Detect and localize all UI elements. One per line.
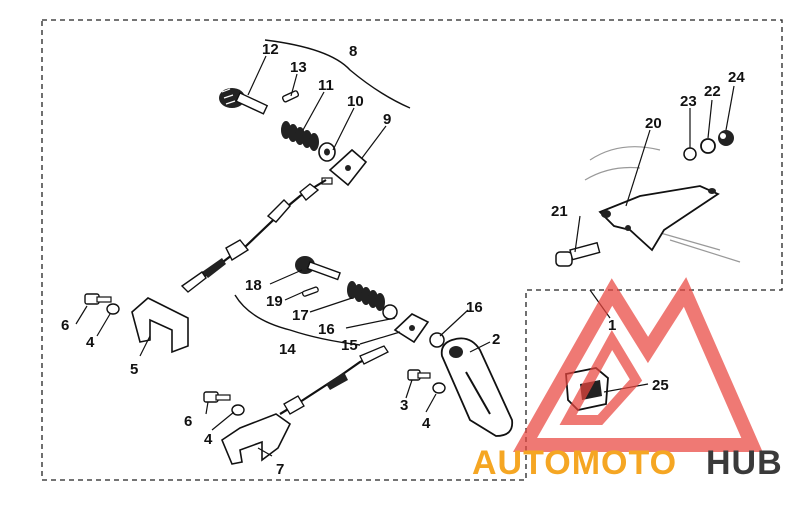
upper-cable-rod (180, 179, 327, 293)
pin-19 (301, 286, 319, 297)
callout-22: 22 (704, 83, 721, 100)
callout-14: 14 (279, 341, 296, 358)
group-brackets (234, 39, 411, 346)
spring-17 (347, 281, 385, 311)
callout-20: 20 (645, 115, 662, 132)
watermark-logo (512, 277, 763, 452)
callout-6-upper: 6 (61, 317, 69, 334)
callout-6-lower: 6 (184, 413, 192, 430)
watermark-text-part2: HUB (706, 444, 783, 482)
callout-9: 9 (383, 111, 391, 128)
callout-8: 8 (349, 43, 357, 60)
spring-11 (281, 121, 319, 151)
callout-5: 5 (130, 361, 138, 378)
washer-22 (700, 138, 716, 154)
callout-24: 24 (728, 69, 745, 86)
washer-4-upper (106, 303, 120, 315)
callout-1: 1 (608, 317, 616, 334)
callout-21: 21 (551, 203, 568, 220)
bolt-21 (555, 241, 601, 267)
callout-7: 7 (276, 461, 284, 478)
leader-lines (75, 55, 735, 457)
callout-17: 17 (292, 307, 309, 324)
washer-10 (318, 142, 336, 162)
knob-screw-18 (295, 256, 341, 281)
callout-16-b: 16 (466, 299, 483, 316)
watermark-text-part1: AUTOMOTO (472, 444, 677, 482)
callout-4-lower: 4 (204, 431, 213, 448)
callout-16-a: 16 (318, 321, 335, 338)
callout-11: 11 (318, 77, 334, 94)
callout-12: 12 (262, 41, 279, 58)
pin-13 (281, 90, 300, 103)
callout-4-upper: 4 (86, 334, 95, 351)
washer-23 (683, 147, 697, 161)
callout-13: 13 (290, 59, 307, 76)
knob-screw-12 (219, 88, 269, 115)
callout-23: 23 (680, 93, 697, 110)
watermark-text: AUTOMOTO HUB (472, 444, 783, 482)
callout-18: 18 (245, 277, 262, 294)
washer-4-lower (231, 404, 245, 416)
lower-cable-rod (279, 345, 389, 415)
callout-25: 25 (652, 377, 669, 394)
bracket-5 (131, 297, 189, 354)
clevis-15 (393, 313, 430, 344)
bracket-7 (221, 413, 292, 465)
washer-16-a (382, 304, 398, 320)
callout-15: 15 (341, 337, 358, 354)
spacer-24 (718, 130, 734, 146)
callout-3: 3 (400, 397, 408, 414)
callout-2: 2 (492, 331, 500, 348)
bolt-3 (407, 369, 431, 381)
washer-16-b (429, 332, 445, 348)
bolt-6-upper (84, 293, 112, 305)
washer-4-right (432, 382, 446, 394)
bracket-20 (598, 185, 720, 252)
clevis-9 (321, 148, 368, 187)
callout-19: 19 (266, 293, 283, 310)
lever-2 (440, 337, 514, 437)
dashed-frame (41, 19, 783, 481)
callout-4-right: 4 (422, 415, 431, 432)
bolt-6-lower (203, 391, 231, 403)
callout-10: 10 (347, 93, 364, 110)
